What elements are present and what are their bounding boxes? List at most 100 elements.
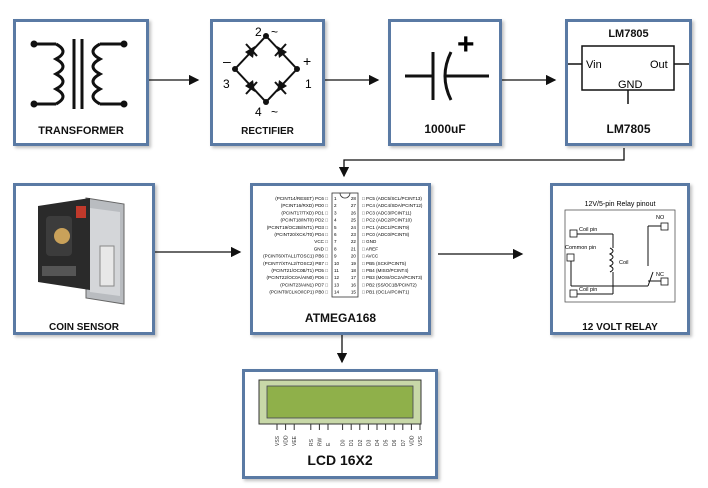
coin-sensor-image <box>38 197 125 305</box>
regulator-label: LM7805 <box>606 122 651 136</box>
relay-title: 12V/5-pin Relay pinout <box>585 201 656 208</box>
mcu-right-pin-num: 23 <box>351 232 357 237</box>
capacitor-polarity: + <box>457 28 475 61</box>
mcu-left-pin-name: (PCINT18/INT0) PD2 □ <box>281 218 329 223</box>
lcd-pin-label: D7 <box>401 439 407 446</box>
mcu-right-pin-name: □ PB5 (SCK/PCINT5) <box>362 261 407 266</box>
rectifier-pin-ac-bottom: ~ <box>271 105 278 119</box>
mcu-left-pin-num: 13 <box>334 282 340 287</box>
rectifier-pin-2: 2 <box>255 25 262 39</box>
mcu-left-pin-num: 12 <box>334 275 340 280</box>
mcu-left-pin-name: GND □ <box>314 246 328 251</box>
lcd-pin-label: D0 <box>341 439 347 446</box>
mcu-left-pin-name: (PCINT16/RXD) PD0 □ <box>281 203 328 208</box>
mcu-right-pin-name: □ PB2 (SS/OC1B/PCINT2) <box>362 282 417 287</box>
mcu-left-pin-name: (PCINT17/TXD) PD1 □ <box>281 210 328 215</box>
lcd-pin-label: D5 <box>384 439 390 446</box>
mcu-right-pin-num: 26 <box>351 210 357 215</box>
lcd-pin-label: RW <box>317 437 323 446</box>
mcu-right-pin-num: 21 <box>351 246 357 251</box>
lcd-label: LCD 16X2 <box>307 452 373 468</box>
mcu-right-pin-name: □ PC2 (ADC2/PCINT10) <box>362 218 412 223</box>
mcu-pinout: (PCINT14/RESET) PC6 □ 1 (PCINT16/RXD) PD0 … <box>263 192 423 298</box>
transformer-block: TRANSFORMER <box>13 19 149 146</box>
regulator-chip-title: LM7805 <box>608 28 649 40</box>
relay-block: 12V/5-pin Relay pinout Coil pin Common p… <box>550 183 690 335</box>
capacitor-icon: + <box>405 28 489 101</box>
lcd-pin-label: D2 <box>358 439 364 446</box>
lcd-pin-label: VDD <box>409 435 415 446</box>
lcd-pin-label: VSS <box>418 435 424 446</box>
mcu-left-pin-name: (PCINT20/XCK/T0) PD4 □ <box>274 232 328 237</box>
mcu-left-pin-name: (PCINT0/CLKO/ICP1) PB0 □ <box>269 290 328 295</box>
mcu-right-pin-num: 16 <box>351 282 357 287</box>
mcu-left-pin-num: 4 <box>334 218 337 223</box>
mcu-left-pin-num: 7 <box>334 239 337 244</box>
rectifier-label: RECTIFIER <box>241 126 294 137</box>
transformer-label: TRANSFORMER <box>38 125 124 137</box>
transformer-icon <box>30 39 128 109</box>
lcd-pin-label: D3 <box>366 439 372 446</box>
mcu-right-pin-num: 18 <box>351 268 357 273</box>
mcu-left-pin-name: (PCINT14/RESET) PC6 □ <box>275 196 328 201</box>
mcu-right-pin-name: □ PC5 (ADC5/SCL/PCINT13) <box>362 196 422 201</box>
mcu-right-pin-num: 24 <box>351 225 357 230</box>
lcd-pin-label: VEE <box>292 435 298 446</box>
rectifier-pin-minus: – <box>223 53 231 69</box>
regulator-out: Out <box>650 59 668 71</box>
mcu-left-pin-name: (PCINT19/OC2B/INT1) PD3 □ <box>267 225 328 230</box>
mcu-left-pin-num: 8 <box>334 246 337 251</box>
lcd-pin-label: D1 <box>349 439 355 446</box>
mcu-left-pin-num: 5 <box>334 225 337 230</box>
mcu-right-pin-name: □ PB4 (MISO/PCINT4) <box>362 268 409 273</box>
mcu-right-pin-num: 17 <box>351 275 357 280</box>
rectifier-pin-plus: + <box>303 53 311 69</box>
capacitor-label: 1000uF <box>424 122 466 136</box>
mcu-right-pin-num: 20 <box>351 254 357 259</box>
bridge-rectifier-icon: 2 ~ – + 3 1 4 ~ <box>223 25 312 119</box>
relay-pinout: 12V/5-pin Relay pinout Coil pin Common p… <box>564 201 676 303</box>
mcu-left-pin-name: VCC □ <box>314 239 328 244</box>
relay-nc: NC <box>656 272 664 278</box>
relay-no: NO <box>656 215 665 221</box>
mcu-left-pin-num: 14 <box>334 290 340 295</box>
lcd-pin-label: VSS <box>275 435 281 446</box>
lcd-pin-label: VDD <box>284 435 290 446</box>
relay-coil-pin-top: Coil pin <box>579 227 597 233</box>
regulator-block: LM7805 Vin Out GND LM7805 <box>565 19 692 146</box>
mcu-left-pin-num: 1 <box>334 196 337 201</box>
mcu-right-pin-name: □ PC3 (ADC3/PCINT11) <box>362 210 412 215</box>
mcu-right-pin-num: 27 <box>351 203 357 208</box>
mcu-block: (PCINT14/RESET) PC6 □ 1 (PCINT16/RXD) PD0 … <box>250 183 431 335</box>
rectifier-pin-3: 3 <box>223 77 230 91</box>
mcu-right-pin-name: □ PB3 (MOSI/OC2A/PCINT3) <box>362 275 423 280</box>
arrow-regulator-mcu <box>338 148 625 178</box>
lcd-pin-label: RS <box>309 438 315 446</box>
regulator-icon: Vin Out GND <box>568 45 689 104</box>
mcu-right-pin-num: 19 <box>351 261 357 266</box>
mcu-left-pin-num: 6 <box>334 232 337 237</box>
rectifier-pin-1: 1 <box>305 77 312 91</box>
mcu-right-pin-num: 15 <box>351 290 357 295</box>
regulator-vin: Vin <box>586 59 602 71</box>
mcu-right-pin-num: 22 <box>351 239 357 244</box>
lcd-pin-label: E <box>326 442 332 446</box>
regulator-gnd: GND <box>618 79 643 91</box>
relay-label: 12 VOLT RELAY <box>582 322 658 333</box>
rectifier-pin-4: 4 <box>255 105 262 119</box>
relay-coil: Coil <box>619 260 628 266</box>
relay-common-pin: Common pin <box>565 245 596 251</box>
coin-sensor-label: COIN SENSOR <box>48 322 119 333</box>
relay-coil-pin-bottom: Coil pin <box>579 287 597 293</box>
mcu-right-pin-num: 28 <box>351 196 357 201</box>
mcu-left-pin-name: (PCINT22/OC0A/AIN0) PD6 □ <box>267 275 329 280</box>
rectifier-block: 2 ~ – + 3 1 4 ~ RECTIFIER <box>210 19 325 146</box>
capacitor-block: + 1000uF <box>388 19 502 146</box>
mcu-label: ATMEGA168 <box>304 311 377 325</box>
rectifier-pin-ac-top: ~ <box>271 25 278 39</box>
mcu-right-pin-name: □ AREF <box>362 246 378 251</box>
mcu-right-pin-name: □ PC1 (ADC1/PCINT9) <box>362 225 410 230</box>
